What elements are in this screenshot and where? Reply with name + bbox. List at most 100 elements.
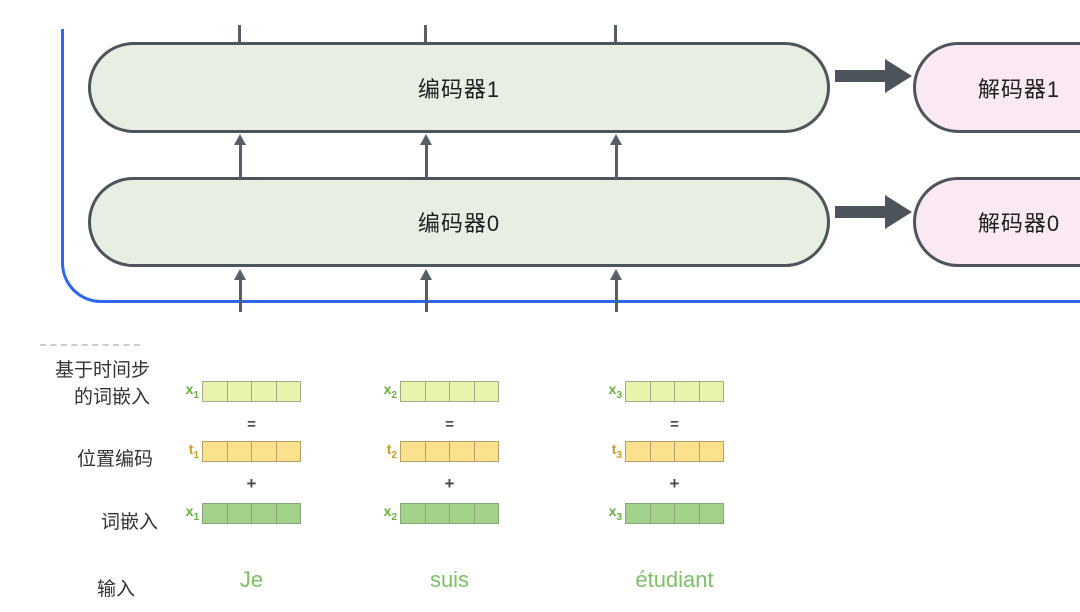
embedding-vector [400, 441, 499, 462]
timestep-embedding-row: x2 [381, 381, 499, 402]
embedding-cell [473, 441, 499, 462]
embedding-cell [698, 381, 724, 402]
embedding-cell [649, 503, 675, 524]
embedding-cell [674, 503, 700, 524]
up-arrow-icon [234, 134, 246, 178]
up-arrow-icon [420, 269, 432, 312]
embedding-cell [202, 381, 228, 402]
embedding-vector [400, 503, 499, 524]
embedding-cell [202, 503, 228, 524]
x2-label: x2 [383, 381, 397, 401]
plus-operator: + [444, 474, 455, 493]
top-stub-line [424, 25, 427, 43]
t2-label: t2 [386, 441, 397, 461]
thick-arrow-shaft [835, 70, 887, 82]
embedding-cell [674, 381, 700, 402]
embedding-cell [251, 503, 277, 524]
embedding-vector [202, 441, 301, 462]
embedding-column-1: x1 = t1 + x1 Je [183, 381, 301, 611]
embedding-cell [449, 441, 475, 462]
word-embedding-row: x2 [381, 503, 499, 524]
top-stub-line [238, 25, 241, 43]
encoder-0-box: 编码器0 [88, 177, 830, 267]
embedding-cell [226, 381, 252, 402]
embedding-cell [275, 503, 301, 524]
word-embedding-row: x1 [183, 503, 301, 524]
word-embedding-row: x3 [606, 503, 724, 524]
embedding-cell [226, 503, 252, 524]
embedding-cell [625, 503, 651, 524]
embedding-cell [400, 503, 426, 524]
decoder-0-label: 解码器0 [977, 211, 1061, 236]
embedding-cell [251, 381, 277, 402]
embedding-cell [400, 441, 426, 462]
thick-arrow-head-icon [885, 59, 912, 93]
x1-label: x1 [185, 381, 199, 401]
embedding-cell [275, 441, 301, 462]
decoder-0-box: 解码器0 [913, 177, 1080, 267]
embedding-cell [649, 381, 675, 402]
up-arrow-icon [234, 269, 246, 312]
x3-label: x3 [608, 503, 622, 523]
embedding-cell [226, 441, 252, 462]
decoder-1-label: 解码器1 [977, 76, 1061, 102]
embedding-vector [625, 503, 724, 524]
embedding-vector [202, 381, 301, 402]
thick-arrow-shaft [835, 206, 887, 218]
positional-encoding-row: t3 [606, 441, 724, 462]
encoder-0-label: 编码器0 [417, 211, 501, 236]
top-stub-line [614, 25, 617, 43]
embedding-column-3: x3 = t3 + x3 étudiant [606, 381, 724, 611]
embedding-cell [424, 441, 450, 462]
positional-encoding-row: t2 [381, 441, 499, 462]
x1-label: x1 [185, 503, 199, 523]
embedding-cell [449, 503, 475, 524]
equals-operator: = [247, 416, 256, 433]
input-word: Je [239, 567, 264, 592]
embedding-cell [625, 441, 651, 462]
embedding-cell [698, 503, 724, 524]
blue-bracket-line [61, 29, 1080, 303]
x3-label: x3 [608, 381, 622, 401]
label-positional-encoding: 位置编码 [76, 449, 153, 470]
input-word: étudiant [635, 567, 714, 592]
up-arrow-icon [610, 269, 622, 312]
equals-operator: = [670, 416, 679, 433]
embedding-cell [698, 441, 724, 462]
t3-label: t3 [611, 441, 622, 461]
embedding-cell [251, 441, 277, 462]
embedding-cell [202, 441, 228, 462]
embedding-cell [625, 381, 651, 402]
label-input: 输入 [96, 579, 135, 600]
embedding-vector [202, 503, 301, 524]
up-arrow-icon [420, 134, 432, 178]
equals-operator: = [445, 416, 454, 433]
plus-operator: + [246, 474, 257, 493]
embedding-cell [674, 441, 700, 462]
embedding-cell [473, 503, 499, 524]
plus-operator: + [669, 474, 680, 493]
positional-encoding-row: t1 [183, 441, 301, 462]
embedding-cell [449, 381, 475, 402]
label-timestep-embedding-line1: 基于时间步 [54, 360, 150, 381]
embedding-column-2: x2 = t2 + x2 suis [381, 381, 499, 611]
encoder-1-label: 编码器1 [417, 76, 501, 102]
label-timestep-embedding-line2: 的词嵌入 [73, 387, 150, 408]
timestep-embedding-row: x3 [606, 381, 724, 402]
thick-arrow-head-icon [885, 195, 912, 229]
encoder-1-box: 编码器1 [88, 42, 830, 133]
embedding-vector [400, 381, 499, 402]
embedding-cell [424, 381, 450, 402]
embedding-cell [400, 381, 426, 402]
embedding-vector [625, 381, 724, 402]
t1-label: t1 [188, 441, 199, 461]
embedding-vector [625, 441, 724, 462]
x2-label: x2 [383, 503, 397, 523]
embedding-cell [473, 381, 499, 402]
input-word: suis [429, 567, 470, 592]
decoder-1-box: 解码器1 [913, 42, 1080, 133]
label-word-embedding: 词嵌入 [100, 512, 158, 533]
dashed-artifact-line [40, 344, 140, 346]
up-arrow-icon [610, 134, 622, 178]
